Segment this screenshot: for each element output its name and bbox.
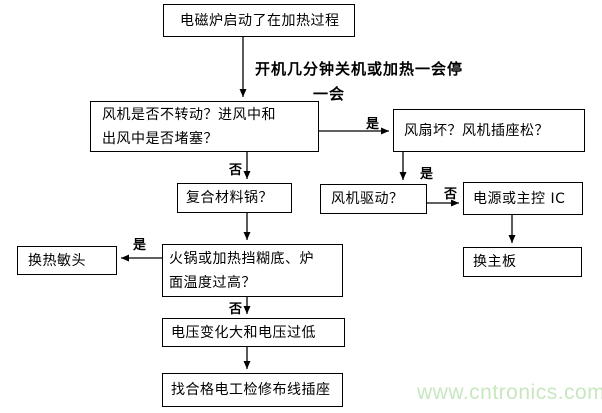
node-composite-pot-label: 复合材料锅？ [186,190,273,206]
node-composite-pot: 复合材料锅？ [177,183,292,213]
node-voltage: 电压变化大和电压过低 [162,318,345,347]
node-fan-check: 风机是否不转动？进风中和 出风中是否堵塞？ [90,101,319,152]
node-fan-broken: 风扇坏？风机插座松？ [393,109,585,152]
edge-label-yes-fan-broken: 是 [366,117,380,132]
edge-label-yes-fan-drive: 是 [420,167,434,182]
node-hot-pot: 火锅或加热挡糊底、炉 面温度过高？ [162,244,343,297]
node-electrician: 找合格电工检修布线插座 [162,373,343,407]
node-replace-mainboard: 换主板 [463,247,582,277]
node-fan-drive: 风机驱动？ [320,184,427,214]
node-start: 电磁炉启动了在加热过程 [163,4,355,37]
node-hot-pot-label: 火锅或加热挡糊底、炉 面温度过高？ [169,250,314,291]
watermark-text: www.cntronics.com [417,381,602,404]
node-fan-check-label: 风机是否不转动？进风中和 出风中是否堵塞？ [102,106,276,147]
node-fan-drive-label: 风机驱动？ [331,191,404,207]
node-fan-broken-label: 风扇坏？风机插座松？ [404,122,549,139]
edge-label-no-voltage: 否 [229,302,243,317]
node-replace-thermistor-label: 换热敏头 [28,252,86,269]
node-electrician-label: 找合格电工检修布线插座 [171,382,331,398]
edge-annotation-line1: 开机几分钟关机或加热一会停 [255,60,464,78]
node-replace-mainboard-label: 换主板 [473,254,517,270]
edge-label-no-power-ic: 否 [444,187,458,202]
node-power-ic-label: 电源或主控 IC [473,190,566,207]
edge-label-yes-thermistor: 是 [133,238,147,253]
node-voltage-label: 电压变化大和电压过低 [171,324,316,341]
edge-annotation-line2: 一会 [313,85,346,103]
node-start-label: 电磁炉启动了在加热过程 [180,12,340,29]
node-power-ic: 电源或主控 IC [463,182,583,215]
node-replace-thermistor: 换热敏头 [17,246,117,275]
edge-label-no-composite-pot: 否 [229,163,243,178]
